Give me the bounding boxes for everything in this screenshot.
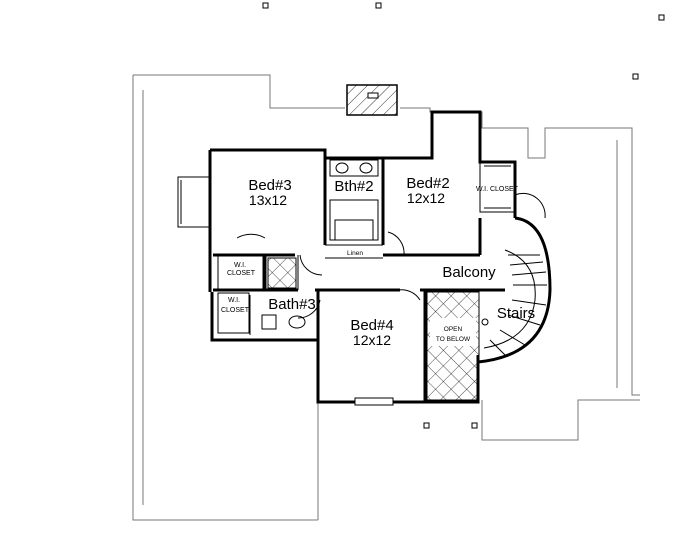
bed3-closet — [217, 255, 264, 290]
bed2-closet-label: W.I. CLOSET — [476, 186, 519, 193]
survey-marks — [262, 2, 665, 429]
bed3-closet-label-1: W.I. — [234, 262, 246, 269]
open-below-label-1: OPEN — [444, 326, 463, 333]
bath3-closet-label-2: CLOSET — [221, 307, 250, 314]
bed3-window — [177, 176, 211, 228]
bed4-window — [354, 397, 394, 406]
curved-stair — [477, 216, 552, 364]
bath3-closet-label-1: W.I. — [228, 297, 240, 304]
door-swings — [236, 192, 546, 319]
open-below-label-2: TO BELOW — [436, 336, 471, 343]
bath3-label: Bath#3 — [268, 296, 316, 313]
bath3-fixtures — [261, 257, 306, 330]
bed4-label: Bed#4 — [350, 317, 393, 334]
balcony-label: Balcony — [442, 264, 496, 281]
bath2-label: Bth#2 — [334, 178, 373, 195]
bath3-closet — [217, 292, 250, 334]
bed2-label: Bed#2 — [406, 175, 449, 192]
chimney-icon — [346, 84, 398, 116]
linen-label: Linen — [347, 250, 363, 257]
roof-outline — [132, 74, 640, 521]
room-labels: Bed#3 13x12 Bth#2 Bed#2 12x12 W.I. CLOSE… — [221, 175, 535, 348]
bed3-size: 13x12 — [249, 192, 287, 208]
open-to-below — [426, 291, 480, 401]
bath2-fixtures — [329, 159, 379, 241]
bed3-label: Bed#3 — [248, 177, 291, 194]
bed3-closet-label-2: CLOSET — [227, 270, 256, 277]
bed2-size: 12x12 — [407, 190, 445, 206]
bed2-closet — [479, 161, 516, 213]
interior-walls — [213, 158, 505, 402]
stairs-label: Stairs — [497, 305, 535, 322]
bed4-size: 12x12 — [353, 332, 391, 348]
